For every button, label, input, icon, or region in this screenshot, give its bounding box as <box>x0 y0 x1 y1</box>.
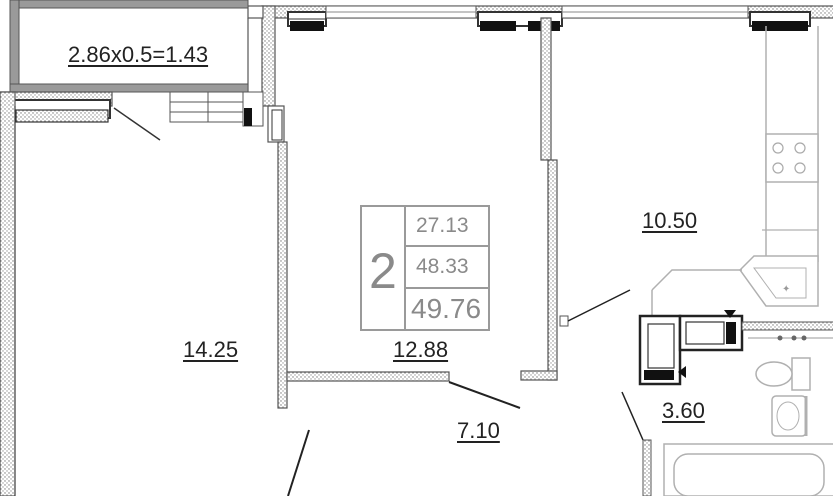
ventilation-shaft <box>638 310 744 386</box>
door-swing-bathroom <box>621 391 644 441</box>
bathroom-wall <box>642 321 833 496</box>
balcony <box>9 0 264 127</box>
sink <box>771 395 808 437</box>
interior-wall-bedroom <box>267 105 450 409</box>
exterior-wall-left <box>0 91 113 496</box>
room-area-bedroom-middle: 12.88 <box>393 337 449 362</box>
room-area-hall: 7.10 <box>457 418 500 443</box>
summary-total-with-balcony: 49.76 <box>411 293 482 324</box>
summary-room-count: 2 <box>369 243 397 299</box>
summary-living-area: 27.13 <box>416 214 469 237</box>
toilet <box>755 357 811 391</box>
door-swing-hall <box>448 381 521 409</box>
svg-text:✦: ✦ <box>782 284 790 295</box>
window-top-3 <box>749 11 811 31</box>
kitchen-counter: ✦ <box>651 26 819 316</box>
area-summary-box <box>360 205 490 331</box>
door-swing-balcony <box>113 107 161 141</box>
window-top-1 <box>287 5 477 31</box>
summary-total-area: 48.33 <box>416 255 469 278</box>
balcony-area-label: 2.86x0.5=1.43 <box>68 42 209 67</box>
door-swing-bedroom <box>287 429 310 496</box>
door-swing-kitchen <box>567 289 631 322</box>
room-area-bathroom: 3.60 <box>662 398 705 423</box>
interior-wall-kitchen <box>520 17 569 381</box>
bathtub <box>663 443 833 496</box>
room-area-bedroom-large: 14.25 <box>183 337 239 362</box>
room-area-kitchen: 10.50 <box>642 208 698 233</box>
